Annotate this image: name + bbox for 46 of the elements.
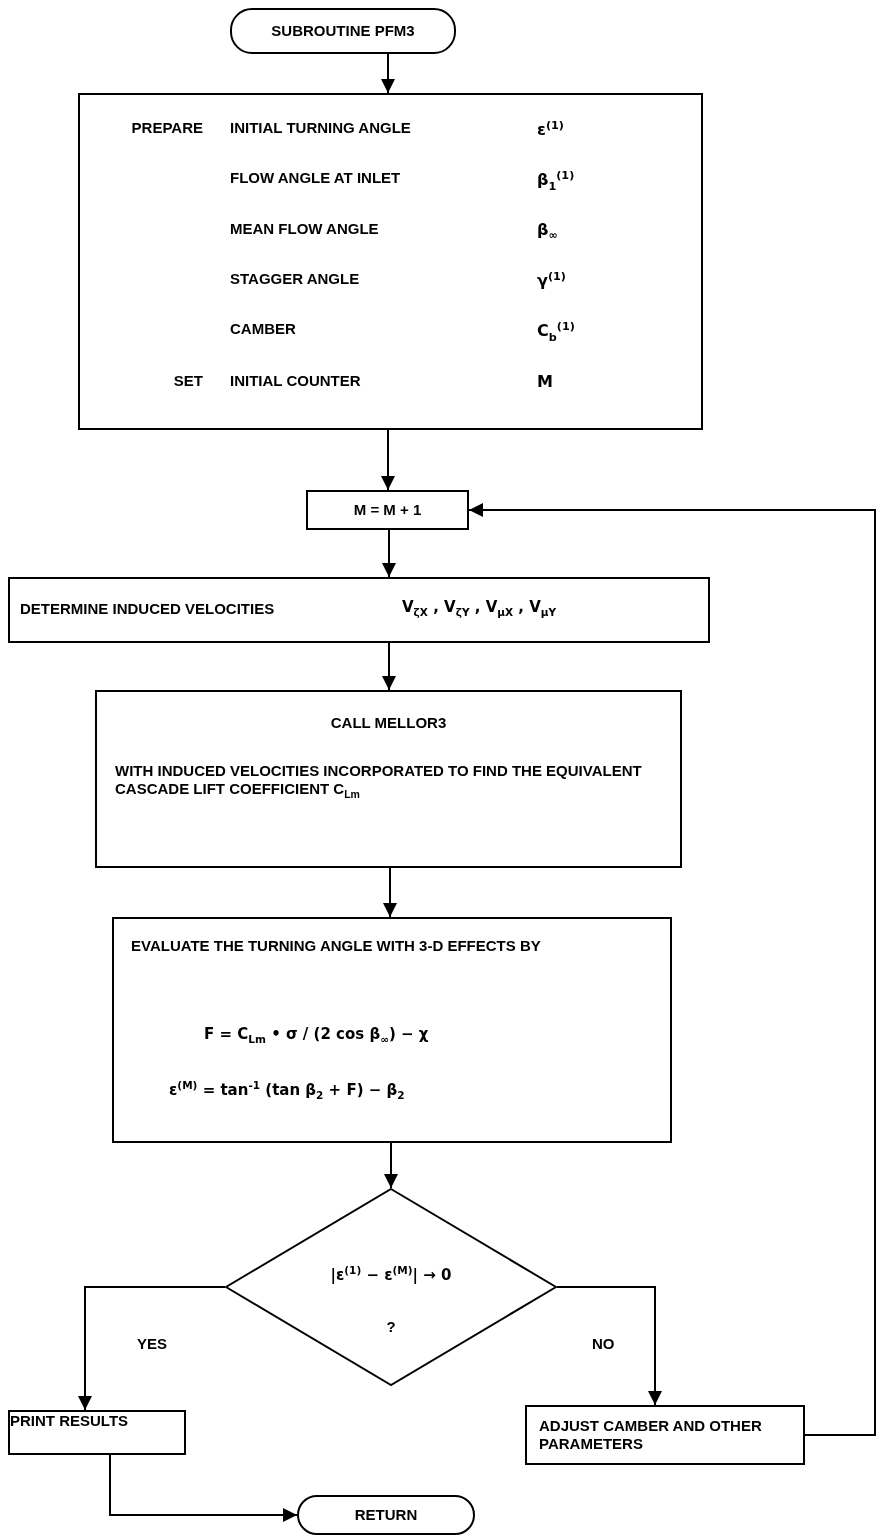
process-box [78,93,703,430]
arrow [381,429,395,491]
condition-formula: |ε$^{(1)}$ − ε$^{(M)}$| → 0 [329,1264,453,1284]
action-keyword: SET [173,372,203,390]
arrow [384,1142,398,1189]
process-box [306,490,469,530]
formula-text: F = C$_{Lm}$ • σ / (2 cos β$_{∞}$) − χ [204,1025,429,1046]
question-mark: ? [385,1318,397,1336]
terminal-label: SUBROUTINE PFM3 [271,22,415,40]
step-text: M = M + 1 [352,501,423,519]
process-box [525,1405,805,1465]
parameter-name: STAGGER ANGLE [230,270,360,288]
process-box [8,577,710,643]
math-symbol: γ$^{(1)}$ [537,270,566,291]
terminal-shape [297,1495,475,1535]
math-symbol: M [537,372,553,392]
step-text: ADJUST CAMBER AND OTHER PARAMETERS [539,1417,763,1453]
parameter-name: INITIAL TURNING ANGLE [230,119,411,137]
arrow [382,529,396,578]
arrow [383,867,397,918]
arrow [382,642,396,691]
decision-diamond [225,1188,557,1386]
arrow [556,1286,662,1406]
arrow [381,53,395,94]
terminal-shape [230,8,456,54]
process-box [112,917,672,1143]
arrow [78,1286,226,1411]
action-keyword: PREPARE [131,119,203,137]
formula-text: V$_{ζX}$ , V$_{ζY}$ , V$_{μX}$ , V$_{μY}$ [402,598,557,619]
parameter-name: FLOW ANGLE AT INLET [230,169,401,187]
process-box [95,690,682,868]
call-heading: CALL MELLOR3 [329,714,448,732]
step-text: DETERMINE INDUCED VELOCITIES [20,600,275,618]
parameter-name: MEAN FLOW ANGLE [230,220,379,238]
terminal-label: RETURN [354,1506,418,1524]
parameter-name: INITIAL COUNTER [230,372,361,390]
math-symbol: β$_{∞}$ [537,220,558,243]
formula-text: ε$^{(M)}$ = tan$^{-1}$ (tan β$_{2}$ + F) − β$_{2}$ [169,1079,405,1102]
math-symbol: ε$^{(1)}$ [537,119,564,140]
arrow [468,503,876,1436]
parameter-name: CAMBER [230,320,296,338]
process-box [8,1410,186,1455]
arrow [109,1454,298,1522]
step-text: PRINT RESULTS [10,1412,129,1429]
step-text: WITH INDUCED VELOCITIES INCORPORATED TO FIND THE EQUIVALENT CASCADE LIFT COEFFICIENT C$_{Lm}$ [115,762,643,801]
step-text: EVALUATE THE TURNING ANGLE WITH 3-D EFFECTS BY [131,937,542,955]
